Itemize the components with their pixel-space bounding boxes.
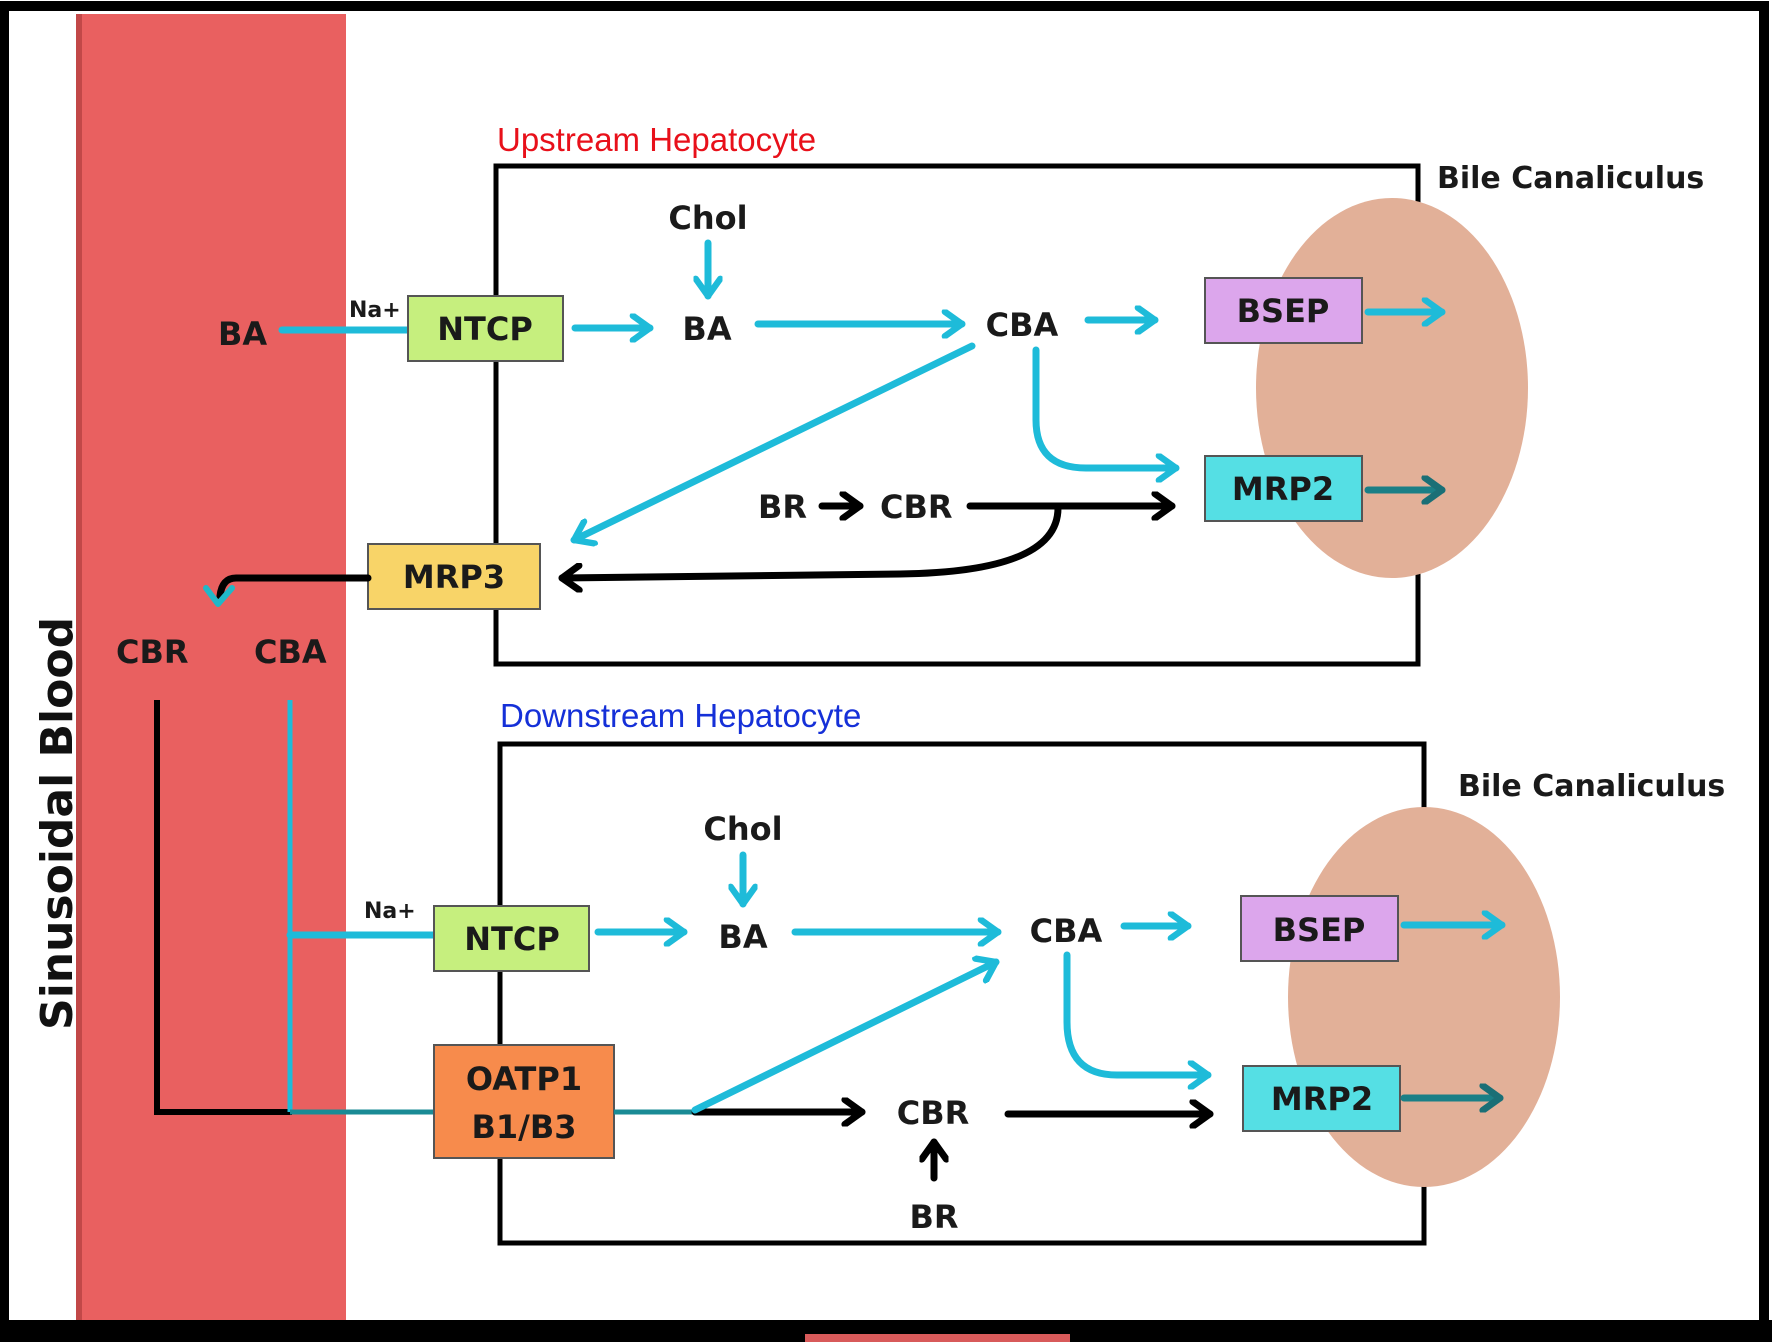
upstream-mrp2-label: MRP2 — [1232, 470, 1334, 508]
sinusoidal-blood-band — [76, 14, 346, 1320]
upstream-bsep-label: BSEP — [1237, 292, 1330, 330]
downstream-bsep-label: BSEP — [1273, 911, 1366, 949]
downstream-oatp-label-line1: OATP1 — [466, 1060, 582, 1098]
upstream-canaliculus-label: Bile Canaliculus — [1437, 161, 1704, 196]
upstream-chol: Chol — [668, 199, 747, 237]
downstream-mrp2-label: MRP2 — [1271, 1080, 1373, 1118]
upstream-na-label: Na+ — [349, 298, 401, 323]
downstream-ntcp-box — [433, 905, 590, 972]
downstream-chol: Chol — [703, 810, 782, 848]
arrow-oatp-to-cba — [691, 962, 1000, 1114]
arrow-cbr-to-mrp3 — [558, 504, 1062, 578]
upstream-hepatocyte-box — [493, 163, 1421, 667]
upstream-br: BR — [758, 488, 807, 526]
bottom-tick — [717, 1330, 723, 1342]
downstream-ntcp-label: NTCP — [464, 920, 560, 958]
upstream-ba: BA — [682, 310, 731, 348]
upstream-ntcp-label: NTCP — [437, 310, 533, 348]
downstream-br: BR — [909, 1198, 958, 1236]
bottom-bar — [0, 1320, 1772, 1342]
upstream-ba-blood: BA — [218, 315, 267, 353]
downstream-oatp-box — [433, 1044, 615, 1159]
sinusoidal-blood-label: Sinusoidal Blood — [32, 617, 83, 1030]
upstream-mrp3-label: MRP3 — [403, 558, 505, 596]
blood-cba: CBA — [254, 633, 327, 671]
downstream-oatp-label-line2: B1/B3 — [472, 1108, 577, 1146]
upstream-ntcp-box — [407, 295, 564, 362]
downstream-na-label: Na+ — [364, 899, 416, 924]
blood-cbr-path — [154, 700, 292, 1115]
downstream-ba: BA — [718, 918, 767, 956]
upstream-cbr: CBR — [880, 488, 953, 526]
downstream-cba: CBA — [1030, 912, 1103, 950]
arrow-cba-to-mrp3 — [570, 342, 976, 540]
upstream-mrp2-box — [1204, 455, 1363, 522]
blood-cbr: CBR — [116, 633, 189, 671]
arrow-cba-to-mrp2 — [1032, 346, 1180, 468]
downstream-bsep-box — [1240, 895, 1399, 962]
mrp3-efflux-arrowhead-icon — [203, 585, 235, 607]
upstream-bsep-box — [1204, 277, 1363, 344]
blood-band-edge — [76, 14, 82, 1320]
downstream-mrp2-box — [1242, 1065, 1401, 1132]
upstream-cba: CBA — [986, 306, 1059, 344]
upstream-title: Upstream Hepatocyte — [497, 121, 816, 158]
downstream-canaliculus-label: Bile Canaliculus — [1458, 769, 1725, 804]
downstream-title: Downstream Hepatocyte — [500, 697, 861, 734]
downstream-cbr: CBR — [897, 1094, 970, 1132]
bottom-red-strip — [805, 1334, 1070, 1342]
arrow-cba-to-mrp2-down — [1063, 951, 1212, 1075]
mrp3-efflux-line — [216, 574, 372, 600]
upstream-mrp3-box — [367, 543, 541, 610]
